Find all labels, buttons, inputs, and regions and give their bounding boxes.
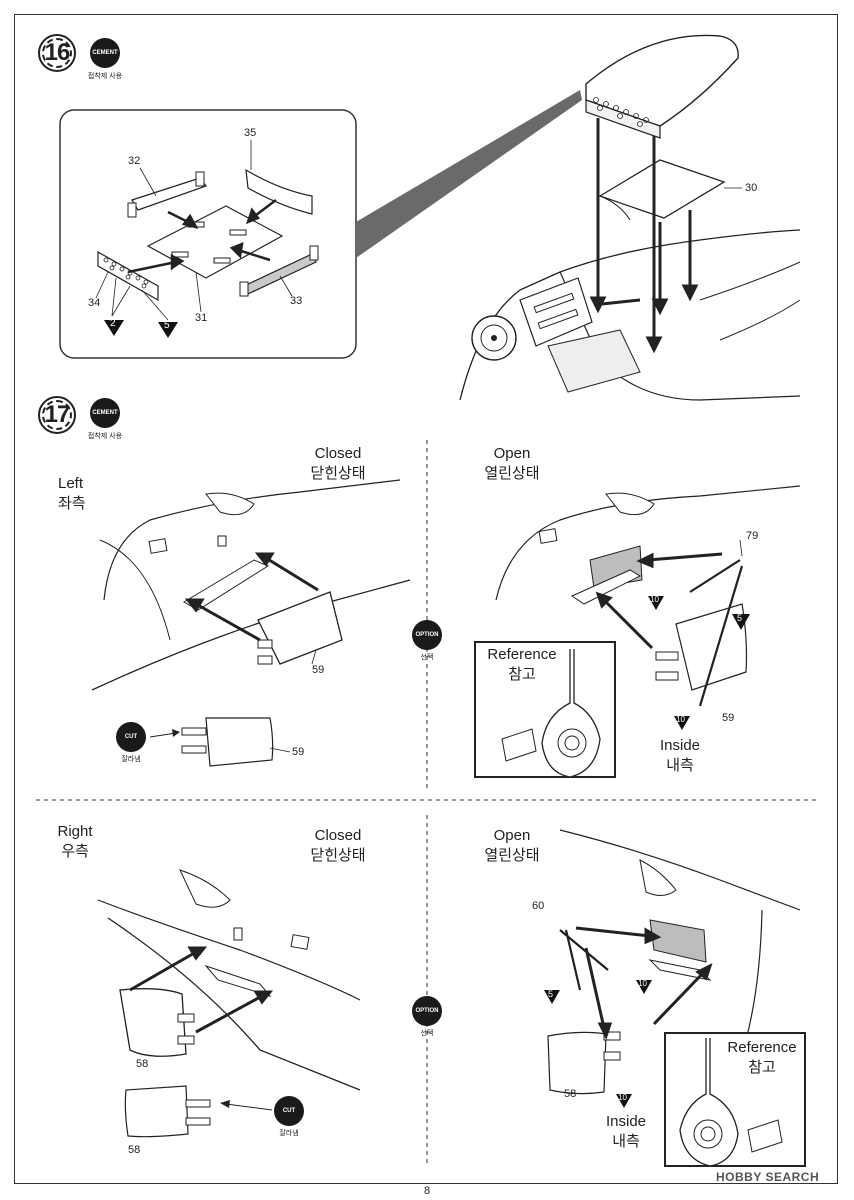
cut-label-left: 잘라냄 [121,756,141,763]
right-cut-part-58: 58 [128,1144,141,1156]
option-badge-right: OPTION [412,996,442,1026]
cut-badge-right: CUT [274,1096,304,1126]
left-part-59: 59 [312,664,325,676]
left-color-10b: 10 [676,715,685,724]
left-reference-drawing [501,649,601,778]
page-frame [14,14,838,1184]
color-ref-2: 2 [110,318,116,329]
left-part-79: 79 [746,530,759,542]
option-badge-left: OPTION [412,620,442,650]
left-open-part-59: 59 [722,712,735,724]
right-part-60: 60 [532,900,545,912]
page-number: 8 [423,1185,431,1197]
step-16-number: 16 [38,34,76,72]
cut-badge-left: CUT [116,722,146,752]
cement-label-17: 접착제 사용 [87,433,123,440]
part-33-label: 33 [290,295,303,307]
left-color-5: 5 [737,613,743,623]
cut-label-right: 잘라냄 [279,1130,299,1137]
right-open-part-58: 58 [564,1088,577,1100]
part-34-label: 34 [88,297,101,309]
cement-badge: CEMENT [90,38,120,68]
cement-badge-17: CEMENT [90,398,120,428]
left-cut-part-59: 59 [292,746,305,758]
option-label-right: 선택 [420,1030,434,1037]
option-label-left: 선택 [420,654,434,661]
left-color-10a: 10 [650,595,659,604]
step-17-number: 17 [38,396,76,434]
right-part-58: 58 [136,1058,149,1070]
part-31-label: 31 [195,312,208,324]
right-color-10b: 10 [618,1093,627,1102]
part-30-label: 30 [745,182,758,194]
color-ref-5: 5 [164,320,170,331]
watermark: HOBBY SEARCH [716,1170,820,1184]
right-color-5: 5 [548,989,554,999]
part-32-label: 32 [128,155,141,167]
cement-label: 접착제 사용 [87,73,123,80]
right-color-10a: 10 [638,979,647,988]
part-35-label: 35 [244,127,257,139]
right-reference-drawing [679,1038,783,1167]
